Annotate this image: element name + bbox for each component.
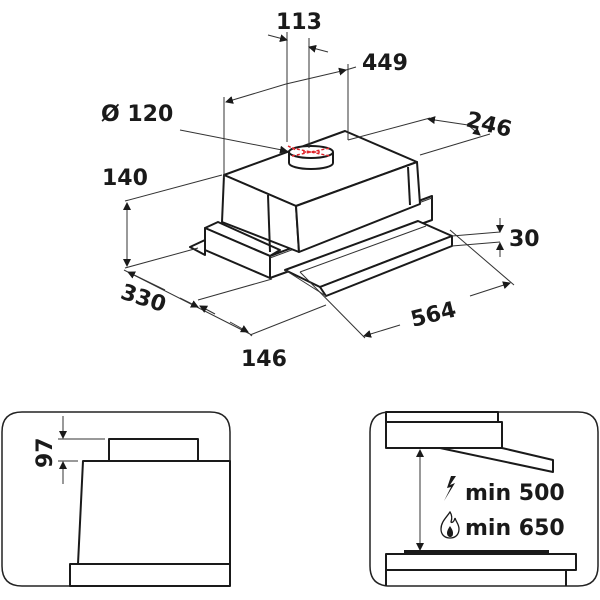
installation-view-panel: min 500 min 650 [369, 411, 599, 587]
dim-140: 140 [102, 166, 148, 191]
dim-449: 449 [362, 51, 408, 76]
dimension-lines [123, 32, 515, 339]
side-view-panel: 97 [1, 411, 231, 587]
dim-113: 113 [276, 10, 322, 35]
dim-564: 564 [408, 298, 459, 333]
clearance-gas: min 650 [440, 510, 565, 541]
clearance-gas-label: min 650 [465, 516, 565, 541]
lightning-icon [444, 476, 456, 501]
dim-330: 330 [118, 280, 169, 318]
dim-30: 30 [509, 227, 540, 252]
dim-146: 146 [241, 347, 287, 372]
clearance-electric-label: min 500 [465, 481, 565, 506]
duct-collar [287, 145, 334, 170]
flame-icon [440, 510, 460, 539]
isometric-hood-drawing [189, 130, 453, 297]
dim-97: 97 [33, 437, 58, 468]
clearance-electric: min 500 [444, 476, 565, 506]
dim-duct-diameter: Ø 120 [101, 102, 173, 127]
dim-246: 246 [464, 108, 515, 143]
